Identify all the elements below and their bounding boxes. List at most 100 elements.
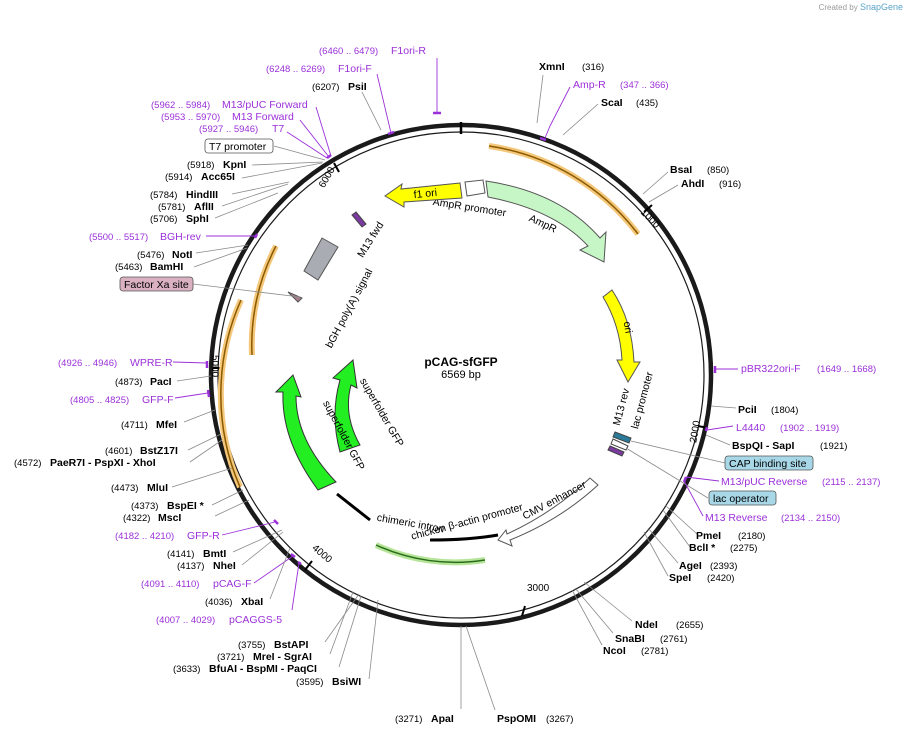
svg-text:(1902 .. 1919): (1902 .. 1919) bbox=[780, 423, 839, 434]
sfgfp-inner-arrow bbox=[331, 359, 361, 453]
primer-pcag-f: pCAG-F bbox=[213, 578, 252, 590]
site-bsai: BsaI bbox=[670, 164, 692, 176]
tick-label-4000: 4000 bbox=[310, 543, 334, 566]
primer-f1ori-f: F1ori-F bbox=[338, 63, 372, 75]
svg-text:(2655): (2655) bbox=[676, 620, 703, 631]
svg-text:(3595): (3595) bbox=[296, 677, 323, 688]
site-bspei: BspEI * bbox=[167, 500, 205, 512]
site-pmei: PmeI bbox=[696, 530, 721, 542]
svg-text:(2115 .. 2137): (2115 .. 2137) bbox=[822, 477, 880, 488]
site-mfei: MfeI bbox=[156, 419, 177, 431]
svg-text:(5784): (5784) bbox=[150, 190, 177, 201]
site-paci: PacI bbox=[150, 376, 172, 388]
svg-text:(4182 .. 4210): (4182 .. 4210) bbox=[115, 531, 174, 542]
site-apai: ApaI bbox=[431, 713, 454, 725]
svg-text:(4091 .. 4110): (4091 .. 4110) bbox=[141, 579, 199, 590]
m13-rev-label: M13 rev bbox=[611, 386, 633, 426]
tick-label-2000: 2000 bbox=[688, 420, 703, 444]
site-sphi: SphI bbox=[186, 213, 209, 225]
svg-text:(3271): (3271) bbox=[395, 714, 422, 725]
svg-text:(4805 .. 4825): (4805 .. 4825) bbox=[70, 395, 129, 406]
site-paer7i-pspxi-xhoi: PaeR7I - PspXI - XhoI bbox=[50, 457, 156, 469]
svg-text:(3267): (3267) bbox=[546, 714, 573, 725]
svg-text:(5953 .. 5970): (5953 .. 5970) bbox=[161, 112, 220, 123]
primer-bgh-rev: BGH-rev bbox=[160, 231, 202, 243]
site-bfuai-bspmi-paqci: BfuAI - BspMI - PaqCI bbox=[209, 663, 317, 675]
svg-text:(1804): (1804) bbox=[771, 405, 798, 416]
site-xmni: XmnI bbox=[539, 61, 565, 73]
right-labels: XmnI (316) Amp-R (347 .. 366) ScaI (435)… bbox=[465, 61, 880, 725]
svg-text:(6460 .. 6479): (6460 .. 6479) bbox=[319, 46, 378, 57]
site-bsiwi: BsiWI bbox=[332, 676, 361, 688]
m13-rev-shape bbox=[607, 445, 625, 457]
bgh-polya-shape bbox=[303, 237, 339, 281]
svg-text:CAP binding site: CAP binding site bbox=[729, 458, 807, 470]
svg-text:(5706): (5706) bbox=[150, 214, 177, 225]
primer-marks bbox=[205, 111, 717, 566]
primer-wpre-r: WPRE-R bbox=[130, 357, 173, 369]
ori-label: ori bbox=[621, 321, 635, 335]
svg-text:(5781): (5781) bbox=[158, 202, 185, 213]
f1-ori-arrow bbox=[384, 182, 463, 208]
svg-text:(2393): (2393) bbox=[710, 561, 737, 572]
tick-3000: 3000 bbox=[521, 583, 550, 617]
primer-pbr322ori-f: pBR322ori-F bbox=[741, 363, 801, 375]
svg-text:(316): (316) bbox=[582, 62, 604, 73]
svg-text:(1921): (1921) bbox=[820, 441, 847, 452]
svg-text:(2134 .. 2150): (2134 .. 2150) bbox=[781, 513, 840, 524]
svg-text:(4007 .. 4029): (4007 .. 4029) bbox=[156, 615, 215, 626]
svg-text:(850): (850) bbox=[707, 165, 729, 176]
svg-text:(2275): (2275) bbox=[730, 543, 757, 554]
site-acc65i: Acc65I bbox=[201, 171, 235, 183]
primer-t7: T7 bbox=[272, 123, 284, 135]
svg-text:(435): (435) bbox=[636, 98, 658, 109]
lac-operator-box bbox=[708, 490, 777, 506]
chicken-actin-line bbox=[429, 533, 499, 542]
plasmid-length: 6569 bp bbox=[441, 369, 481, 381]
svg-text:(3721): (3721) bbox=[217, 652, 244, 663]
tick-label-3000: 3000 bbox=[527, 583, 550, 594]
svg-text:(5463): (5463) bbox=[115, 262, 142, 273]
svg-text:(916): (916) bbox=[719, 179, 741, 190]
svg-text:(3755): (3755) bbox=[238, 640, 265, 651]
lac-operator-shape bbox=[610, 438, 629, 451]
site-bcli: BclI * bbox=[689, 542, 716, 554]
svg-text:(6248 .. 6269): (6248 .. 6269) bbox=[266, 64, 325, 75]
site-ahdi: AhdI bbox=[681, 178, 704, 190]
svg-text:(2180): (2180) bbox=[738, 531, 765, 542]
primer-gfp-r: GFP-R bbox=[187, 530, 220, 542]
tick-label-1000: 1000 bbox=[638, 207, 662, 231]
site-kpni: KpnI bbox=[223, 159, 246, 171]
site-bamhi: BamHI bbox=[150, 261, 183, 273]
ori-arrow bbox=[602, 289, 641, 384]
site-pspomi: PspOMI bbox=[497, 713, 536, 725]
feature-band-intron bbox=[374, 542, 486, 566]
tick-4000: 4000 bbox=[304, 543, 334, 571]
primer-m13-reverse: M13 Reverse bbox=[705, 512, 768, 524]
site-mlui: MluI bbox=[147, 482, 168, 494]
svg-text:Factor Xa site: Factor Xa site bbox=[124, 279, 189, 291]
svg-text:(5918): (5918) bbox=[187, 160, 214, 171]
feature-band-left-inner bbox=[248, 244, 279, 356]
site-nhei: NheI bbox=[213, 560, 236, 572]
svg-text:(5476): (5476) bbox=[137, 250, 164, 261]
svg-text:(4926 .. 4946): (4926 .. 4946) bbox=[58, 358, 117, 369]
svg-text:(2781): (2781) bbox=[641, 646, 668, 657]
site-bstz17i: BstZ17I bbox=[140, 445, 178, 457]
brand-name: SnapGene bbox=[859, 2, 903, 12]
sfgfp-inner-label: superfolder GFP bbox=[357, 376, 406, 449]
svg-text:(4373): (4373) bbox=[131, 501, 158, 512]
svg-text:(4572): (4572) bbox=[14, 458, 41, 469]
primer-m13-forward: M13 Forward bbox=[232, 111, 294, 123]
svg-text:(6207): (6207) bbox=[312, 82, 339, 93]
site-pcii: PciI bbox=[738, 404, 757, 416]
svg-text:(5914): (5914) bbox=[165, 172, 192, 183]
m13-fwd-shape bbox=[351, 211, 367, 228]
brand-created-by: Created by bbox=[818, 3, 858, 12]
site-bmti: BmtI bbox=[203, 548, 226, 560]
site-noti: NotI bbox=[172, 249, 192, 261]
svg-text:(4137): (4137) bbox=[177, 561, 204, 572]
svg-text:(4711): (4711) bbox=[121, 420, 148, 431]
f1-ori-label: f1 ori bbox=[413, 187, 437, 201]
